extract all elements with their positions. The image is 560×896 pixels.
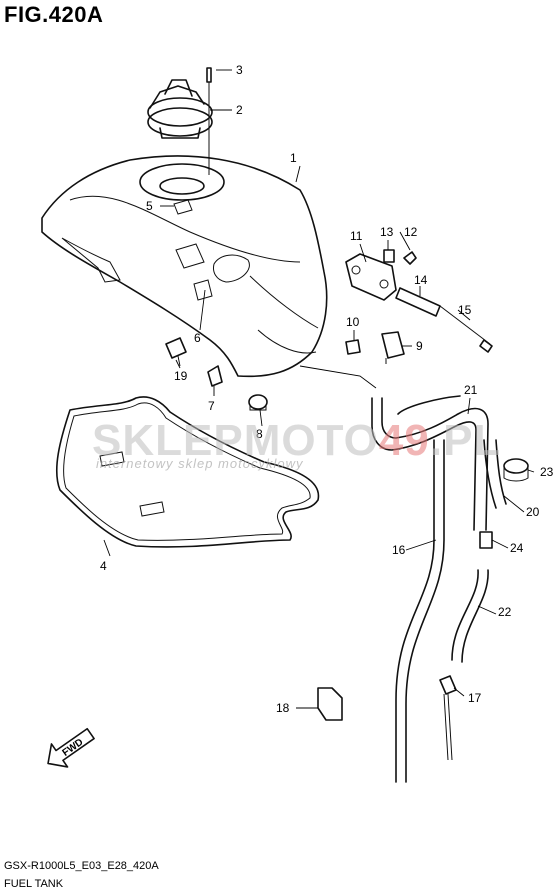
callout-17: 17 — [468, 691, 482, 705]
callout-23: 23 — [540, 465, 554, 479]
callout-18: 18 — [276, 701, 290, 715]
leader-lines — [103, 69, 535, 709]
callout-14: 14 — [414, 273, 428, 287]
fuel-tank — [41, 155, 328, 378]
callout-21: 21 — [464, 383, 478, 397]
model-code: GSX-R1000L5_E03_E28_420A — [4, 860, 159, 872]
breather-hoses — [371, 395, 529, 783]
callout-22: 22 — [498, 605, 512, 619]
watermark-brand-right: .PL — [429, 416, 502, 465]
watermark-brand: SKLEPMOTO49.PL — [92, 416, 501, 466]
tank-gasket — [55, 396, 320, 548]
callout-4: 4 — [100, 559, 107, 573]
watermark-brand-mid: MOTO — [243, 416, 379, 465]
watermark-tagline: internetowy sklep motocyklowy — [96, 456, 304, 471]
clamp-and-clip — [317, 675, 457, 761]
callout-20: 20 — [526, 505, 540, 519]
callout-7: 7 — [208, 399, 215, 413]
tank-small-parts — [165, 337, 268, 411]
section-name: FUEL TANK — [4, 878, 64, 890]
callout-15: 15 — [458, 303, 472, 317]
fwd-label: FWD — [60, 737, 85, 759]
callout-9: 9 — [416, 339, 423, 353]
watermark-brand-left: SKLEP — [92, 416, 244, 465]
callout-3: 3 — [236, 63, 243, 77]
fwd-direction-marker: FWD — [47, 727, 95, 768]
callout-12: 12 — [404, 225, 418, 239]
valve-and-pad — [345, 331, 405, 364]
callout-16: 16 — [392, 543, 406, 557]
callout-5: 5 — [146, 199, 153, 213]
callout-labels: 3 2 1 5 6 19 7 8 9 10 11 13 12 14 15 21 … — [100, 63, 554, 715]
callout-24: 24 — [510, 541, 524, 555]
figure-title: FIG.420A — [4, 2, 104, 27]
watermark-brand-accent: 49 — [378, 416, 430, 465]
callout-19: 19 — [174, 369, 188, 383]
callout-2: 2 — [236, 103, 243, 117]
callout-6: 6 — [194, 331, 201, 345]
callout-11: 11 — [350, 229, 363, 243]
callout-13: 13 — [380, 225, 394, 239]
tank-bracket-hardware — [345, 249, 493, 353]
callout-10: 10 — [346, 315, 360, 329]
fuel-pump-assembly — [147, 67, 213, 175]
callout-1: 1 — [290, 151, 297, 165]
callout-8: 8 — [256, 427, 263, 441]
